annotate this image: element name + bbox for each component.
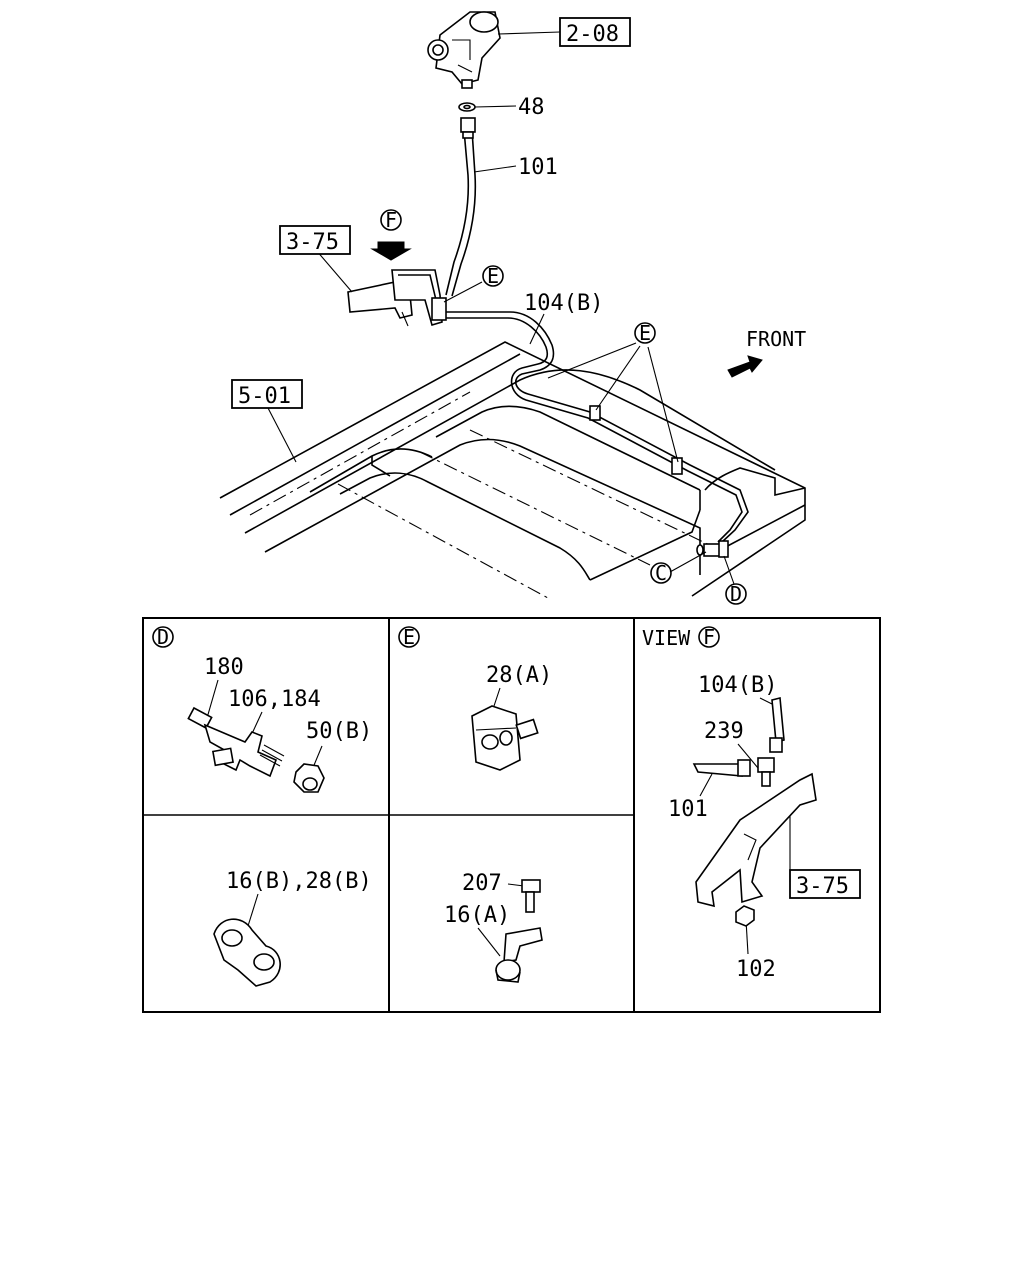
view-hose-101 — [692, 759, 751, 777]
valve-assembly-2-08 — [427, 11, 501, 89]
detail-grid: D 180 106,184 50(B) E 28(A) — [142, 617, 881, 1013]
panel-bracket-16a: 207 16(A) — [444, 871, 543, 983]
part-50b-label: 50(B) — [306, 719, 372, 744]
callout-e-top-label: E — [487, 264, 499, 288]
view-ref-box-3-75 — [789, 869, 861, 899]
panel-e-clip: E 28(A) — [398, 625, 552, 771]
part-101-label: 101 — [518, 155, 558, 180]
panel-e-callout: E — [403, 625, 415, 649]
view-bracket-3-75 — [695, 772, 817, 908]
part-16b-28b-label: 16(B),28(B) — [226, 869, 372, 894]
callout-circle-f — [380, 209, 402, 231]
ref-box-2-08 — [559, 17, 631, 47]
leader-lines — [267, 31, 735, 585]
callout-circle-e-mid — [634, 322, 656, 344]
main-diagram: 2-08 3-75 5-01 48 101 104(B) FRONT F E E… — [219, 11, 806, 606]
bracket-3-75 — [347, 269, 447, 327]
view-f-callout: F — [703, 625, 715, 649]
view-arrow-icon — [370, 241, 412, 261]
panel-d: D 180 106,184 50(B) — [152, 625, 372, 793]
ref-2-08-label: 2-08 — [566, 22, 619, 47]
front-arrow-icon — [727, 355, 763, 378]
callout-circle-d — [725, 583, 747, 605]
panel-clamp-16b: 16(B),28(B) — [213, 869, 372, 987]
view-label: VIEW — [642, 626, 691, 650]
panel-d-callout: D — [157, 625, 169, 649]
clamp-16a — [495, 927, 543, 983]
bolt-207 — [521, 879, 541, 913]
ref-box-5-01 — [231, 379, 303, 409]
chassis-frame — [219, 341, 806, 599]
ref-box-3-75 — [279, 225, 351, 255]
view-tee-239 — [757, 757, 775, 787]
flex-hose-101 — [445, 117, 477, 297]
pipe-fitting-d — [696, 540, 729, 558]
part-106-184-label: 106,184 — [228, 687, 321, 712]
callout-f-label: F — [385, 208, 397, 232]
view-nut-102 — [735, 905, 755, 927]
brake-pipe-104b — [443, 311, 749, 543]
part-48-label: 48 — [518, 95, 545, 120]
nut-50b — [293, 763, 325, 793]
view-pipe-104b — [769, 696, 785, 753]
part-28a-label: 28(A) — [486, 663, 552, 688]
callout-e-mid-label: E — [639, 321, 651, 345]
tee-fitting-106 — [187, 706, 285, 778]
view-104b-label: 104(B) — [698, 673, 777, 698]
part-239-label: 239 — [704, 719, 744, 744]
part-180-label: 180 — [204, 655, 244, 680]
part-16a-label: 16(A) — [444, 903, 510, 928]
ref-3-75-label: 3-75 — [286, 230, 339, 255]
part-207-label: 207 — [462, 871, 502, 896]
callout-c-label: C — [655, 561, 667, 585]
callout-d-label: D — [730, 582, 742, 606]
front-label: FRONT — [746, 327, 806, 351]
clip-28a — [471, 705, 539, 771]
ref-5-01-label: 5-01 — [238, 384, 291, 409]
callout-circle-e-top — [482, 265, 504, 287]
part-102-label: 102 — [736, 957, 776, 982]
callout-circle-c — [650, 562, 672, 584]
part-104b-label: 104(B) — [524, 291, 603, 316]
view-101-label: 101 — [668, 797, 708, 822]
panel-view-f: VIEW F 104(B) 239 101 3-75 102 — [642, 625, 861, 982]
view-ref-3-75-label: 3-75 — [796, 874, 849, 899]
